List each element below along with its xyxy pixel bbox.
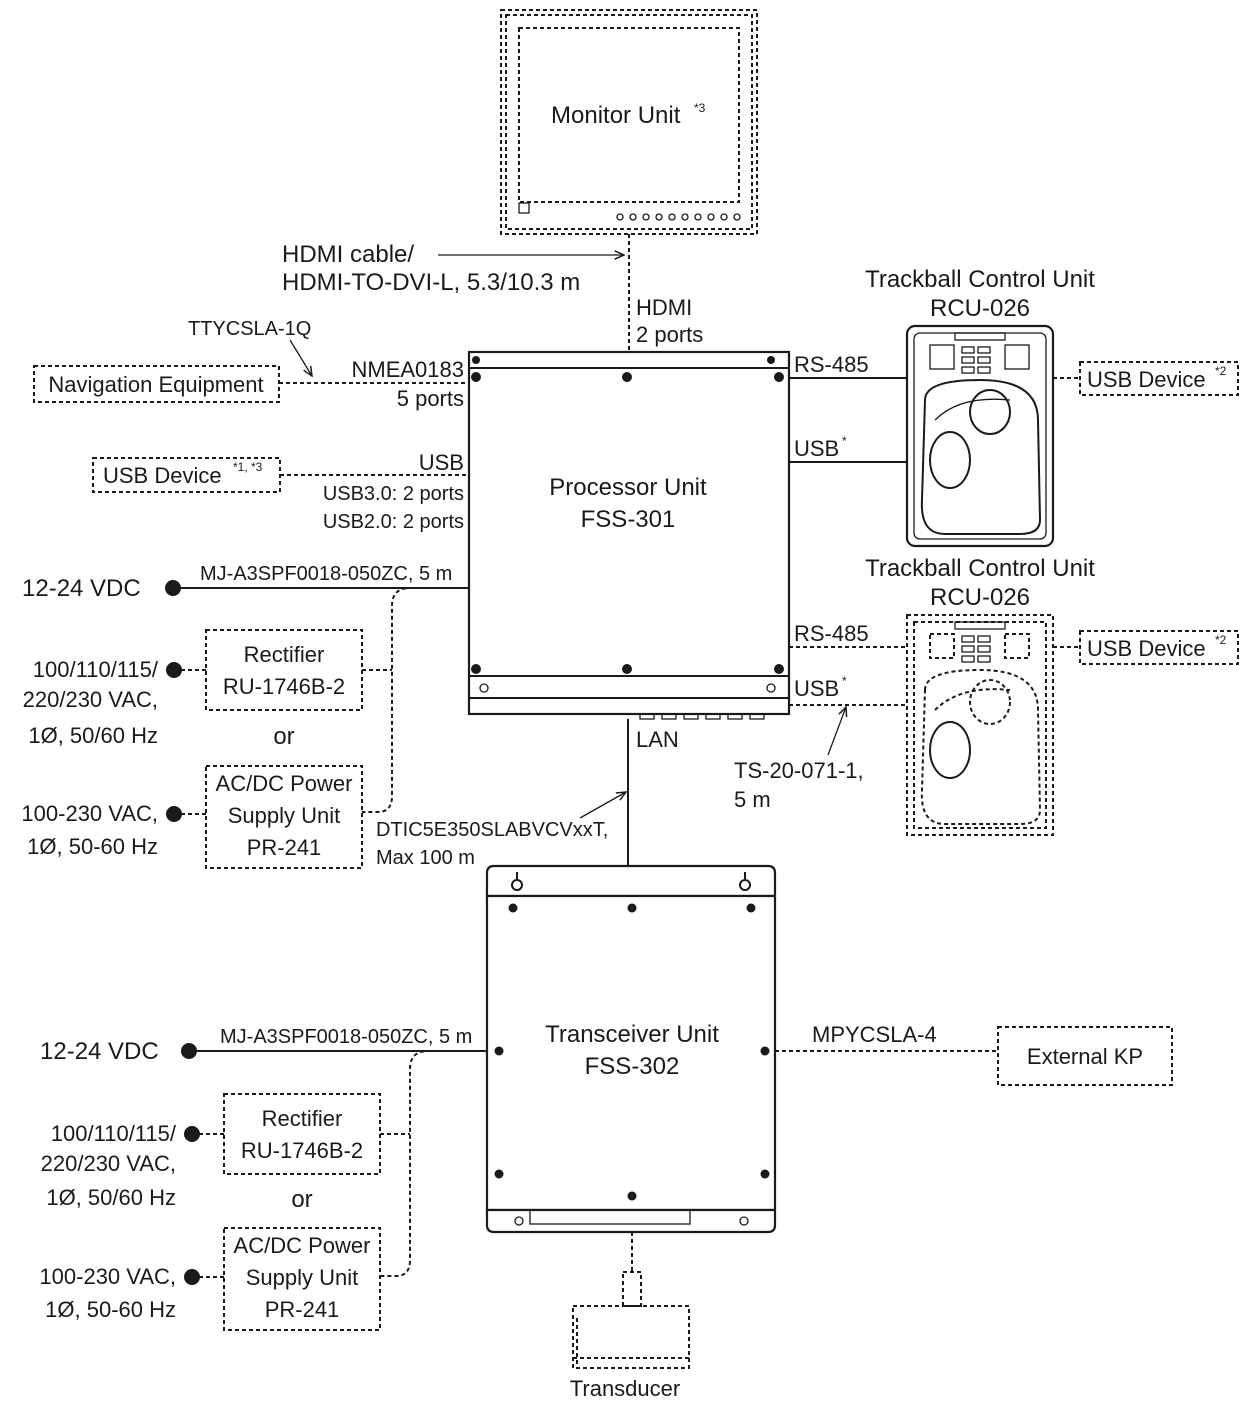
usb-device-left-box: USB Device *1, *3 (92, 457, 281, 493)
processor-model: FSS-301 (581, 506, 676, 533)
power-section-bottom: 12-24 VDC MJ-A3SPF0018-050ZC, 5 m Rectif… (39, 1026, 487, 1331)
usb-device-left-footnote: *1, *3 (233, 460, 263, 474)
vdc-label-top: 12-24 VDC (22, 575, 141, 602)
navigation-equipment-box: Navigation Equipment (33, 365, 280, 403)
trackball-1-title: Trackball Control Unit (865, 266, 1095, 293)
power-cable-bottom: MJ-A3SPF0018-050ZC, 5 m (220, 1026, 472, 1048)
or-label-top: or (273, 723, 294, 750)
dtic-cable-label: DTIC5E350SLABVCVxxT, (376, 819, 608, 841)
transceiver-title: Transceiver Unit (545, 1021, 719, 1048)
monitor-label: Monitor Unit (551, 102, 681, 129)
usb-device-right-1-footnote: *2 (1215, 364, 1227, 378)
trackball-1-rs485: RS-485 (794, 352, 869, 377)
power-section-top: 12-24 VDC MJ-A3SPF0018-050ZC, 5 m Rectif… (21, 563, 469, 869)
transceiver-model: FSS-302 (585, 1053, 680, 1080)
rectifier-title-bottom: Rectifier (262, 1106, 343, 1131)
transducer: Transducer (570, 1271, 690, 1401)
ts-cable-length: 5 m (734, 787, 771, 812)
trackball-1-usb-footnote: * (842, 434, 847, 448)
ac-input-bottom-3: 1Ø, 50/60 Hz (46, 1185, 176, 1210)
external-kp-box: External KP (997, 1026, 1173, 1086)
hdmi-port-count: 2 ports (636, 322, 703, 347)
rectifier-title-top: Rectifier (244, 642, 325, 667)
psu-desc-top: Supply Unit (228, 803, 341, 828)
trackball-1-keypad (961, 346, 991, 374)
processor-unit: Processor Unit FSS-301 (467, 350, 791, 720)
usb-device-left-label: USB Device (103, 463, 222, 488)
ac-input-top-5: 1Ø, 50-60 Hz (27, 834, 158, 859)
ac-input-bottom-5: 1Ø, 50-60 Hz (45, 1297, 176, 1322)
processor-title: Processor Unit (549, 474, 707, 501)
trackball-2-keypad (961, 635, 991, 663)
mpycsla-cable-label: MPYCSLA-4 (812, 1022, 937, 1047)
external-kp-label: External KP (1027, 1044, 1143, 1069)
psu-desc-bottom: Supply Unit (246, 1265, 359, 1290)
trackball-1-model: RCU-026 (930, 295, 1030, 322)
trackball-unit-1: Trackball Control Unit RCU-026 (865, 266, 1095, 548)
or-label-bottom: or (291, 1186, 312, 1213)
hdmi-port-label: HDMI (636, 295, 692, 320)
ac-input-bottom-1: 100/110/115/ (51, 1121, 177, 1146)
nmea-ports: 5 ports (397, 386, 464, 411)
trackball-unit-2: Trackball Control Unit RCU-026 (865, 555, 1095, 836)
usb-port-label: USB (419, 450, 464, 475)
trackball-2-usb: USB (794, 676, 839, 701)
mounting-hole-right (739, 872, 751, 891)
rectifier-model-top: RU-1746B-2 (223, 674, 345, 699)
ac-input-top-2: 220/230 VAC, (23, 687, 158, 712)
monitor-footnote: *3 (694, 101, 706, 115)
trackball-1-usb: USB (794, 436, 839, 461)
transducer-label: Transducer (570, 1376, 680, 1401)
monitor-buttons (616, 213, 741, 221)
processor-lan-ports (639, 713, 765, 720)
usb3-ports: USB3.0: 2 ports (323, 483, 464, 505)
monitor-unit: Monitor Unit *3 (500, 9, 758, 235)
transceiver-unit: Transceiver Unit FSS-302 (485, 864, 777, 1234)
mounting-hole-left (511, 872, 523, 891)
nmea-label: NMEA0183 (351, 357, 464, 382)
trackball-2-usb-footnote: * (842, 674, 847, 688)
hdmi-cable-label: HDMI cable/ (282, 241, 414, 268)
rectifier-model-bottom: RU-1746B-2 (241, 1138, 363, 1163)
usb-device-right-1: USB Device *2 (1079, 361, 1239, 396)
hdmi-cable-model: HDMI-TO-DVI-L, 5.3/10.3 m (282, 269, 580, 296)
psu-model-bottom: PR-241 (265, 1297, 340, 1322)
vdc-label-bottom: 12-24 VDC (40, 1038, 159, 1065)
lan-label: LAN (636, 727, 679, 752)
ts-cable-label: TS-20-071-1, (734, 758, 864, 783)
ac-input-top-3: 1Ø, 50/60 Hz (28, 723, 158, 748)
usb-device-right-2-label: USB Device (1087, 636, 1206, 661)
dtic-cable-length: Max 100 m (376, 847, 475, 869)
ac-input-bottom-4: 100-230 VAC, (39, 1264, 176, 1289)
psu-title-bottom: AC/DC Power (234, 1233, 371, 1258)
ttycsla-cable-label: TTYCSLA-1Q (188, 318, 311, 340)
usb-device-right-1-label: USB Device (1087, 367, 1206, 392)
psu-model-top: PR-241 (247, 835, 322, 860)
navigation-equipment-label: Navigation Equipment (48, 372, 263, 397)
psu-title-top: AC/DC Power (216, 771, 353, 796)
trackball-2-model: RCU-026 (930, 584, 1030, 611)
trackball-2-rs485: RS-485 (794, 621, 869, 646)
power-cable-top: MJ-A3SPF0018-050ZC, 5 m (200, 563, 452, 585)
trackball-2-title: Trackball Control Unit (865, 555, 1095, 582)
ac-input-bottom-2: 220/230 VAC, (41, 1151, 176, 1176)
ac-input-top-4: 100-230 VAC, (21, 801, 158, 826)
ac-input-top-1: 100/110/115/ (33, 657, 159, 682)
usb-device-right-2-footnote: *2 (1215, 633, 1227, 647)
usb2-ports: USB2.0: 2 ports (323, 511, 464, 533)
usb-device-right-2: USB Device *2 (1079, 630, 1239, 665)
